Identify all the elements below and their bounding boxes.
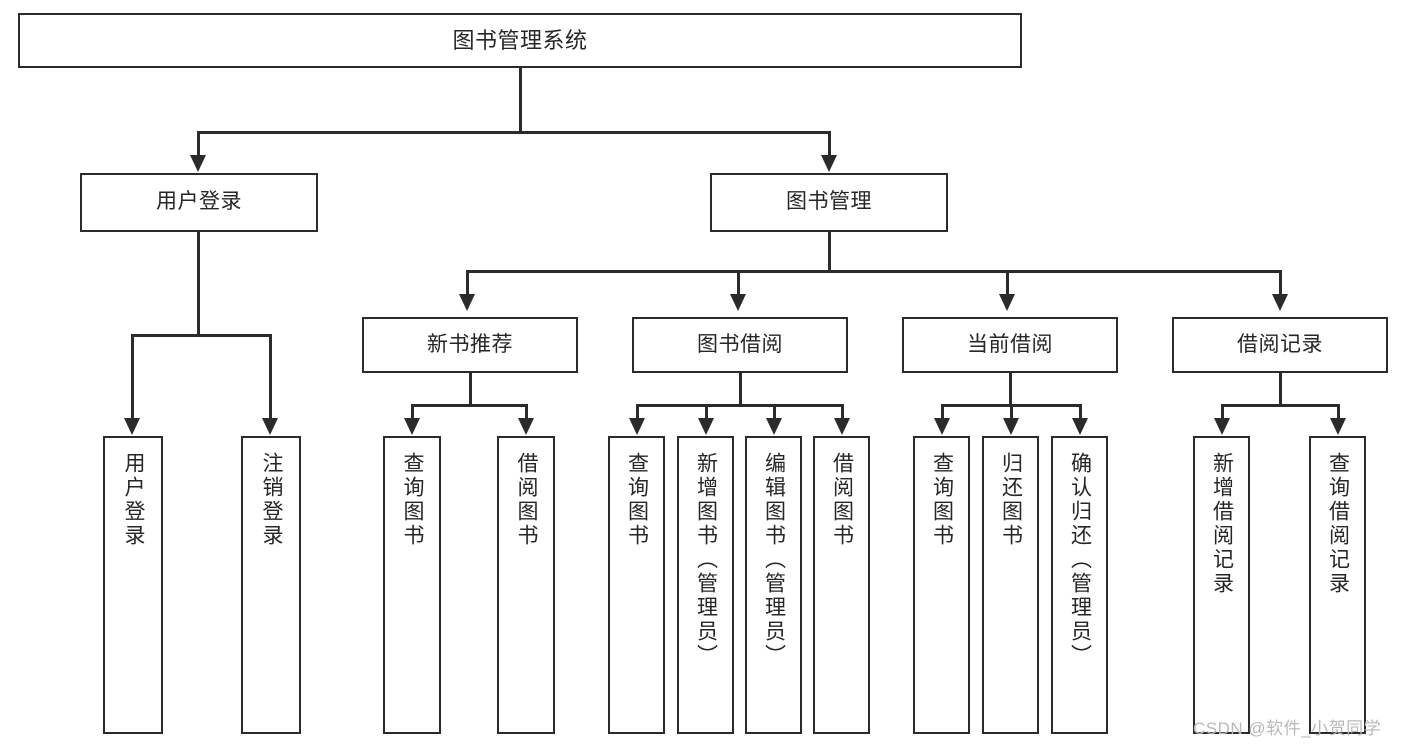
arrowhead-bb-to-leaf-1 xyxy=(629,418,645,435)
node-new-book-recommend-label: 新书推荐 xyxy=(427,332,513,356)
node-book-borrow-label: 图书借阅 xyxy=(697,332,783,356)
node-leaf-add-book[interactable]: 新增图书（管理员） xyxy=(677,436,734,734)
arrowhead-cb-to-leaf-2 xyxy=(1003,418,1019,435)
node-leaf-borrow-book-1-label: 借阅图书 xyxy=(515,452,539,548)
connector-root-stem xyxy=(519,68,522,132)
node-leaf-add-borrow-record[interactable]: 新增借阅记录 xyxy=(1193,436,1250,734)
arrowhead-new-book-to-leaf-1 xyxy=(404,418,420,435)
connector-user-login-bar xyxy=(131,334,272,337)
node-leaf-borrow-book-2-label: 借阅图书 xyxy=(830,452,854,548)
node-leaf-user-login-label: 用户登录 xyxy=(122,452,146,548)
connector-cb-to-leaf-3 xyxy=(1079,404,1082,420)
node-leaf-user-login[interactable]: 用户登录 xyxy=(103,436,163,734)
arrowhead-bb-to-leaf-2 xyxy=(698,418,714,435)
connector-new-book-stem xyxy=(469,373,472,406)
node-leaf-edit-book[interactable]: 编辑图书（管理员） xyxy=(745,436,802,734)
connector-bb-to-leaf-4 xyxy=(841,404,844,420)
arrowhead-root-to-user-login xyxy=(190,155,206,172)
node-leaf-add-borrow-record-label: 新增借阅记录 xyxy=(1210,452,1234,596)
arrowhead-cb-to-leaf-1 xyxy=(934,418,950,435)
node-borrow-record[interactable]: 借阅记录 xyxy=(1172,317,1388,373)
connector-new-book-to-leaf-2 xyxy=(525,404,528,420)
arrowhead-cb-to-leaf-3 xyxy=(1072,418,1088,435)
connector-root-bar xyxy=(197,131,831,134)
connector-user-login-to-leaf-1 xyxy=(131,334,134,420)
connector-current-borrow-stem xyxy=(1009,373,1012,406)
connector-bb-to-leaf-3 xyxy=(773,404,776,420)
arrowhead-bb-to-leaf-4 xyxy=(834,418,850,435)
connector-cb-to-leaf-1 xyxy=(941,404,944,420)
node-leaf-borrow-book-1[interactable]: 借阅图书 xyxy=(497,436,555,734)
node-leaf-return-book-label: 归还图书 xyxy=(999,452,1023,548)
node-leaf-return-book[interactable]: 归还图书 xyxy=(982,436,1039,734)
arrowhead-bm-to-new-book xyxy=(459,294,475,311)
node-book-management[interactable]: 图书管理 xyxy=(710,173,948,232)
connector-book-management-stem xyxy=(828,232,831,272)
connector-bm-to-current-borrow xyxy=(1006,270,1009,296)
connector-new-book-to-leaf-1 xyxy=(411,404,414,420)
node-current-borrow-label: 当前借阅 xyxy=(967,332,1053,356)
node-leaf-query-book-1-label: 查询图书 xyxy=(401,452,425,548)
connector-borrow-record-stem xyxy=(1279,373,1282,406)
node-book-management-label: 图书管理 xyxy=(786,190,872,214)
arrowhead-user-login-to-leaf-2 xyxy=(262,418,278,435)
node-borrow-record-label: 借阅记录 xyxy=(1237,332,1323,356)
node-leaf-confirm-return[interactable]: 确认归还（管理员） xyxy=(1051,436,1108,734)
connector-bm-to-borrow-record xyxy=(1279,270,1282,296)
node-leaf-logout[interactable]: 注销登录 xyxy=(241,436,301,734)
connector-root-to-user-login xyxy=(197,131,200,157)
connector-bm-to-new-book xyxy=(466,270,469,296)
node-current-borrow[interactable]: 当前借阅 xyxy=(902,317,1118,373)
node-user-login[interactable]: 用户登录 xyxy=(80,173,318,232)
node-leaf-confirm-return-label: 确认归还（管理员） xyxy=(1068,452,1092,668)
arrowhead-new-book-to-leaf-2 xyxy=(518,418,534,435)
connector-new-book-bar xyxy=(411,404,528,407)
connector-bb-to-leaf-1 xyxy=(636,404,639,420)
arrowhead-bb-to-leaf-3 xyxy=(766,418,782,435)
arrowhead-bm-to-book-borrow xyxy=(730,294,746,311)
arrowhead-br-to-leaf-2 xyxy=(1330,418,1346,435)
arrowhead-user-login-to-leaf-1 xyxy=(124,418,140,435)
connector-root-to-book-management xyxy=(828,131,831,157)
node-new-book-recommend[interactable]: 新书推荐 xyxy=(362,317,578,373)
node-leaf-query-book-3-label: 查询图书 xyxy=(930,452,954,548)
connector-book-borrow-bar xyxy=(636,404,844,407)
connector-cb-to-leaf-2 xyxy=(1010,404,1013,420)
connector-bm-to-book-borrow xyxy=(737,270,740,296)
connector-br-to-leaf-1 xyxy=(1221,404,1224,420)
connector-borrow-record-bar xyxy=(1221,404,1340,407)
connector-user-login-stem xyxy=(197,232,200,336)
node-leaf-query-borrow-record-label: 查询借阅记录 xyxy=(1326,452,1350,596)
node-leaf-logout-label: 注销登录 xyxy=(260,452,284,548)
node-leaf-query-book-2-label: 查询图书 xyxy=(625,452,649,548)
connector-book-management-bar xyxy=(466,270,1282,273)
arrowhead-br-to-leaf-1 xyxy=(1214,418,1230,435)
node-leaf-borrow-book-2[interactable]: 借阅图书 xyxy=(813,436,870,734)
connector-bb-to-leaf-2 xyxy=(705,404,708,420)
node-user-login-label: 用户登录 xyxy=(156,190,242,214)
arrowhead-bm-to-current-borrow xyxy=(999,294,1015,311)
node-leaf-query-book-3[interactable]: 查询图书 xyxy=(913,436,970,734)
connector-br-to-leaf-2 xyxy=(1337,404,1340,420)
arrowhead-bm-to-borrow-record xyxy=(1272,294,1288,311)
connector-user-login-to-leaf-2 xyxy=(269,334,272,420)
node-root-label: 图书管理系统 xyxy=(452,27,588,53)
node-book-borrow[interactable]: 图书借阅 xyxy=(632,317,848,373)
node-leaf-add-book-label: 新增图书（管理员） xyxy=(694,452,718,668)
node-leaf-query-book-2[interactable]: 查询图书 xyxy=(608,436,665,734)
node-root[interactable]: 图书管理系统 xyxy=(18,13,1022,68)
node-leaf-query-borrow-record[interactable]: 查询借阅记录 xyxy=(1309,436,1366,734)
connector-book-borrow-stem xyxy=(739,373,742,406)
node-leaf-edit-book-label: 编辑图书（管理员） xyxy=(762,452,786,668)
node-leaf-query-book-1[interactable]: 查询图书 xyxy=(383,436,441,734)
arrowhead-root-to-book-management xyxy=(821,155,837,172)
